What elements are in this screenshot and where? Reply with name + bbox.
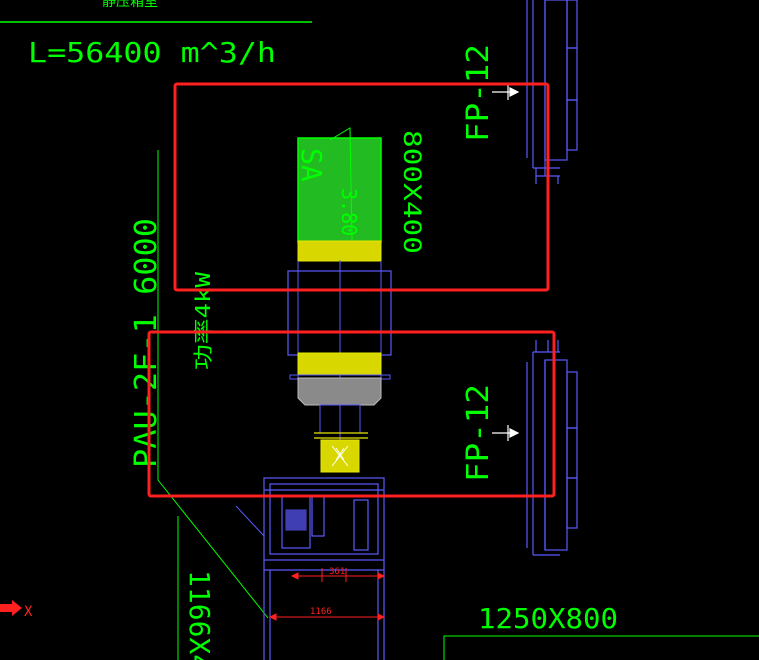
power-label: 功率4kW	[191, 271, 215, 370]
dimension-361	[290, 568, 386, 582]
fan-coil-unit-bottom[interactable]	[526, 340, 578, 556]
fan-label-bottom: FP-12	[461, 384, 496, 482]
flex-connector	[297, 352, 382, 376]
duct-size-bottom-leader	[443, 635, 759, 660]
unit-leader-diagonal	[157, 479, 269, 619]
top-title-group: 静压箱室	[0, 0, 312, 23]
airflow-label: L=56400 m^3/h	[28, 36, 276, 69]
ucs-x-axis-icon: X	[0, 600, 33, 620]
crosshair-arrow-icon	[492, 425, 520, 441]
selection-box-top[interactable]	[173, 82, 550, 292]
duct-size-bottom-label: 1250X800	[478, 602, 618, 635]
damper-cross-icon	[331, 445, 349, 467]
dimension-361-label: 361	[329, 567, 345, 577]
top-partial-label: 静压箱室	[102, 0, 158, 10]
sa-tag: SA	[295, 148, 328, 182]
fan-label-top: FP-12	[461, 44, 496, 142]
elevation-label: 3.80	[337, 188, 361, 236]
sa-flow-arrow	[329, 127, 353, 241]
fan-coil-unit-top[interactable]	[526, 0, 578, 184]
duct-transition-top	[297, 240, 382, 262]
duct-size-label: 800X400	[398, 130, 426, 254]
dimension-1166-label: 1166	[310, 607, 332, 617]
duct-reducer	[297, 377, 382, 406]
supply-air-box[interactable]	[297, 137, 382, 243]
crosshair-arrow-icon	[492, 84, 520, 100]
duct-assembly[interactable]: SA 3.80 800X400	[287, 127, 426, 473]
dimension-1166	[268, 613, 386, 621]
axis-x-label: X	[24, 604, 33, 620]
duct-size-left-label: 1166X4	[183, 570, 216, 660]
ahu-unit-lower[interactable]	[263, 477, 385, 660]
unit-tag-label: PAU-2F-1 6000	[129, 218, 164, 468]
selection-box-bottom[interactable]	[147, 330, 556, 498]
